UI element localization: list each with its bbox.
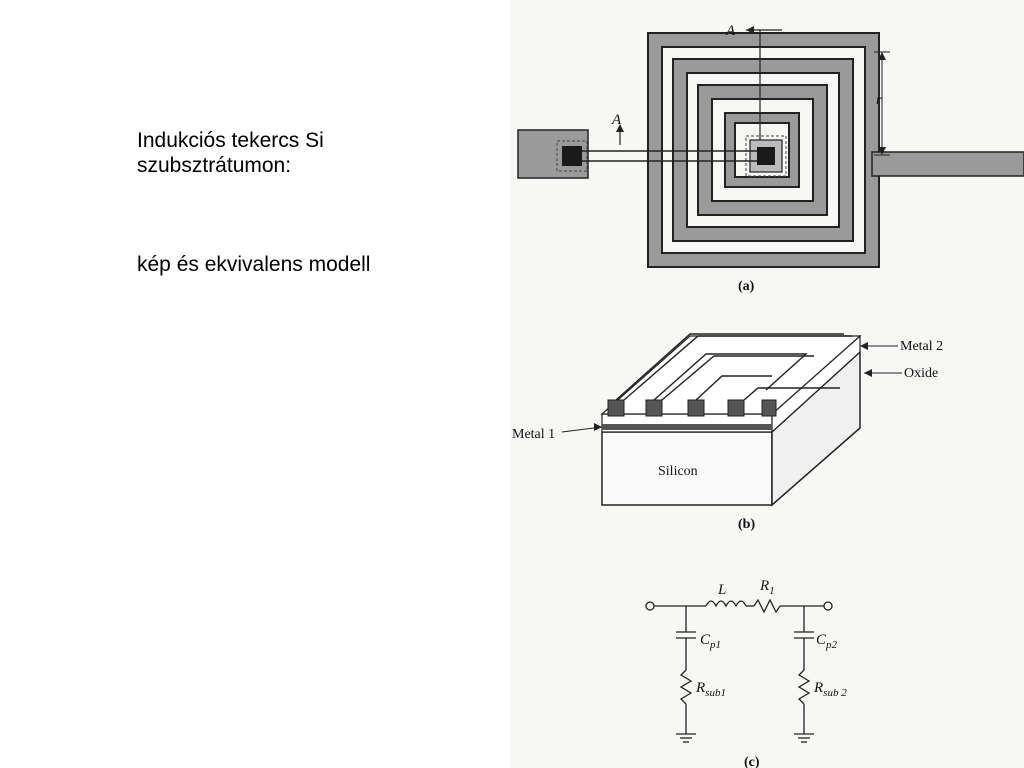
label-Rsub1: Rsub1 <box>695 680 726 699</box>
metal2-block-3 <box>687 399 705 417</box>
label-silicon: Silicon <box>658 464 698 479</box>
section-label-top: A <box>725 23 736 39</box>
caption-a: (a) <box>738 279 755 294</box>
label-Rsub2: Rsub 2 <box>813 680 847 699</box>
label-metal2: Metal 2 <box>900 339 943 354</box>
metal2-strip-outer <box>615 333 844 401</box>
metal2-block-1 <box>607 399 625 417</box>
center-via-outline <box>745 135 787 177</box>
metal1-layer <box>602 424 772 430</box>
section-arrowhead-left <box>616 124 624 132</box>
left-via-outline <box>556 140 588 172</box>
figure-a-spiral-top-view: A A r (a) <box>517 23 1024 294</box>
label-Cp2: Cp2 <box>816 632 838 651</box>
metal2-strip-outer-edge <box>623 335 852 401</box>
metal2-block-5 <box>761 399 777 417</box>
figure-c-equivalent-circuit <box>645 598 833 743</box>
slide-title: Indukciós tekercs Si szubsztrátumon: <box>137 129 324 177</box>
section-arrowhead-top <box>746 26 754 34</box>
resistor-Rsub1 <box>679 669 693 705</box>
resistor-Rsub2 <box>797 669 811 705</box>
dim-arrow-bottom <box>878 147 886 155</box>
spiral-turn-2 <box>674 60 852 240</box>
center-via <box>757 147 775 165</box>
label-L: L <box>717 582 726 598</box>
oxide-arrow <box>864 369 872 377</box>
resistor-R1 <box>753 598 781 614</box>
figure-b-cross-section: Metal 2 Oxide Metal 1 Silicon (b) <box>512 333 943 532</box>
metal2-strip-2-edge <box>661 355 814 401</box>
label-R1: R1 <box>759 578 775 597</box>
metal2-strip-4 <box>743 387 840 401</box>
metal2-block-2 <box>645 399 663 417</box>
inductor-figure: A A r (a) <box>510 0 1024 768</box>
figure-c-labels: L R1 Cp1 Cp2 Rsub1 Rsub 2 (c) <box>695 578 847 768</box>
dim-label-r: r <box>876 93 882 108</box>
label-oxide: Oxide <box>904 366 938 381</box>
caption-c: (c) <box>744 755 760 768</box>
right-lead <box>871 151 1024 177</box>
metal2-block-4 <box>727 399 745 417</box>
inductor-L <box>705 600 747 608</box>
metal2-strip-2 <box>653 353 808 401</box>
label-Cp1: Cp1 <box>700 632 721 651</box>
section-label-left: A <box>611 112 622 128</box>
left-via <box>562 146 582 166</box>
dim-arrow-top <box>878 52 886 60</box>
slide-subtitle: kép és ekvivalens modell <box>137 253 371 276</box>
caption-b: (b) <box>738 517 755 532</box>
label-metal1: Metal 1 <box>512 427 555 442</box>
metal2-strip-3 <box>695 375 772 401</box>
metal2-arrow <box>860 342 868 350</box>
spiral-turn-1 <box>649 34 878 266</box>
spiral-turn-3 <box>699 86 826 214</box>
metal1-arrow <box>594 423 602 431</box>
